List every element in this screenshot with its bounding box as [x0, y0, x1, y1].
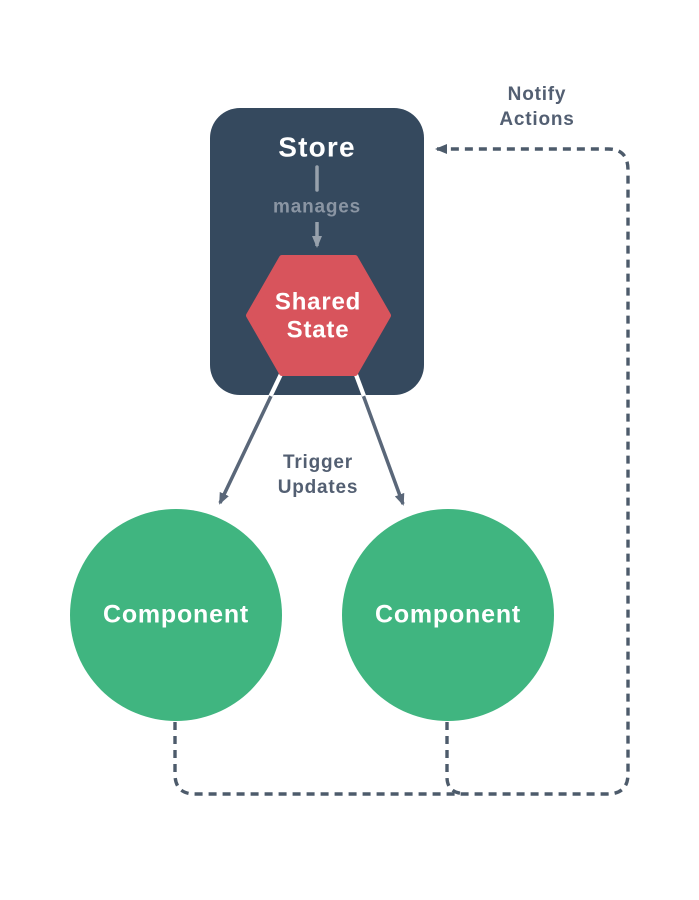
trigger-arrow-left-casing: [268, 371, 284, 397]
trigger-arrow-right-casing: [353, 371, 366, 397]
trigger-line2: Updates: [277, 477, 359, 498]
shared-state-hexagon: [246, 255, 391, 376]
notify-line1: Notify: [507, 83, 567, 105]
notify-loop-path: [173, 144, 630, 796]
component-label-right: Component: [374, 600, 522, 629]
notify-actions-label: Notify Actions: [499, 82, 574, 132]
notify-line2: Actions: [499, 109, 575, 130]
notify-branch-path: [445, 722, 463, 796]
manages-label: manages: [273, 196, 361, 218]
component-label-left: Component: [102, 600, 250, 629]
component-circle-right: [342, 509, 554, 721]
shared-state-line2: State: [286, 317, 350, 344]
shared-state-line1: Shared: [274, 288, 362, 316]
trigger-updates-label: Trigger Updates: [278, 450, 359, 500]
trigger-line1: Trigger: [282, 451, 353, 473]
shared-state-label: Shared State: [275, 289, 361, 346]
component-circle-left: [70, 509, 282, 721]
store-title: Store: [278, 131, 356, 163]
